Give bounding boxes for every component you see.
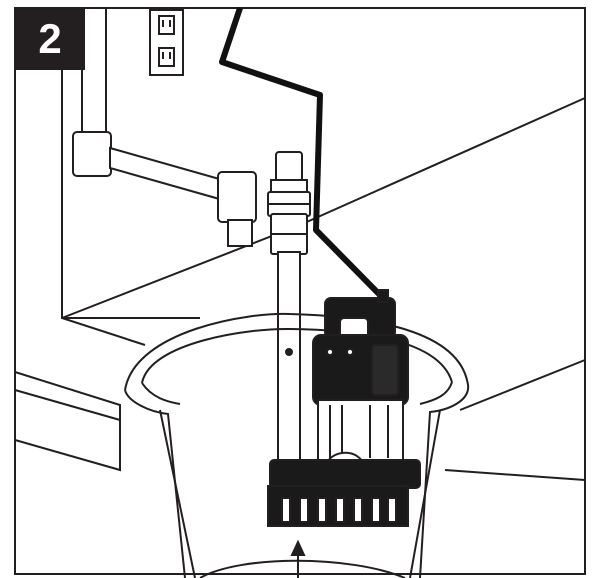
arrow-up-icon bbox=[290, 539, 306, 578]
power-cord bbox=[219, 7, 383, 298]
duplex-outlet-icon bbox=[149, 9, 184, 76]
sump-pump bbox=[267, 289, 421, 527]
step-number-badge: 2 bbox=[15, 8, 85, 70]
floor-lines-right bbox=[444, 359, 586, 481]
outer-border bbox=[14, 7, 586, 575]
floor-slab bbox=[14, 370, 121, 472]
vertical-discharge-pipe bbox=[267, 151, 311, 469]
wall-discharge-pipe bbox=[72, 7, 257, 247]
